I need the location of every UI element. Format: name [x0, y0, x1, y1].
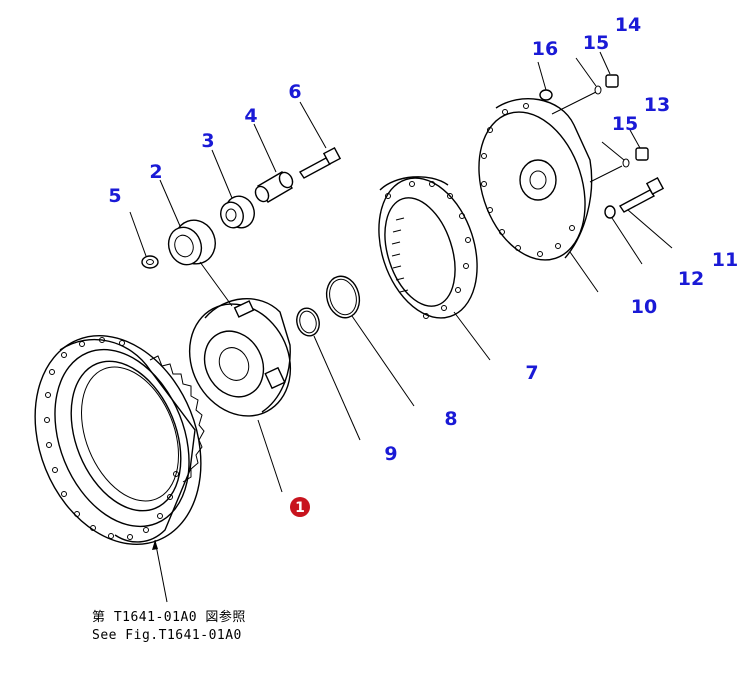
- callout-labels: 1 2 3 4 5 6 7 8 9 10 11 12 13 14 15 15 1…: [108, 14, 738, 517]
- plug-13-drawing: [589, 129, 649, 183]
- carrier-drawing: [188, 298, 292, 493]
- callout-13: 13: [644, 94, 670, 116]
- callout-14: 14: [615, 14, 641, 36]
- callout-7: 7: [525, 362, 538, 384]
- callout-15-lower: 15: [612, 113, 638, 135]
- callout-16: 16: [532, 38, 558, 60]
- shaft-drawing: [253, 123, 294, 203]
- callout-1: 1: [295, 500, 305, 516]
- callout-5: 5: [108, 185, 121, 207]
- reference-note-jp: 第 T1641-01A0 図参照: [92, 609, 246, 625]
- reference-note-en: See Fig.T1641-01A0: [92, 628, 242, 643]
- callout-10: 10: [631, 296, 657, 318]
- callout-1-badge: [290, 497, 310, 517]
- snap-ring-9-drawing: [296, 307, 361, 441]
- callout-3: 3: [201, 130, 214, 152]
- callout-15-upper: 15: [583, 32, 609, 54]
- callout-4: 4: [244, 105, 257, 127]
- plug-14-drawing: [537, 51, 619, 115]
- callout-8: 8: [444, 408, 457, 430]
- bearing-drawing: [159, 179, 233, 307]
- ring-gear-drawing: [378, 176, 491, 361]
- gear-drawing: [211, 149, 255, 229]
- bolt-11-drawing: [604, 176, 673, 265]
- callout-12: 12: [678, 268, 704, 290]
- callout-6: 6: [288, 81, 301, 103]
- callout-9: 9: [384, 443, 397, 465]
- callout-11: 11: [712, 249, 738, 271]
- callout-2: 2: [149, 161, 162, 183]
- bolt-6-drawing: [298, 101, 342, 179]
- cover-drawing: [478, 98, 599, 293]
- housing-drawing: [34, 334, 205, 603]
- reference-note: 第 T1641-01A0 図参照 See Fig.T1641-01A0: [92, 609, 246, 643]
- snap-ring-8-drawing: [325, 275, 415, 407]
- nut-drawing: [129, 211, 159, 269]
